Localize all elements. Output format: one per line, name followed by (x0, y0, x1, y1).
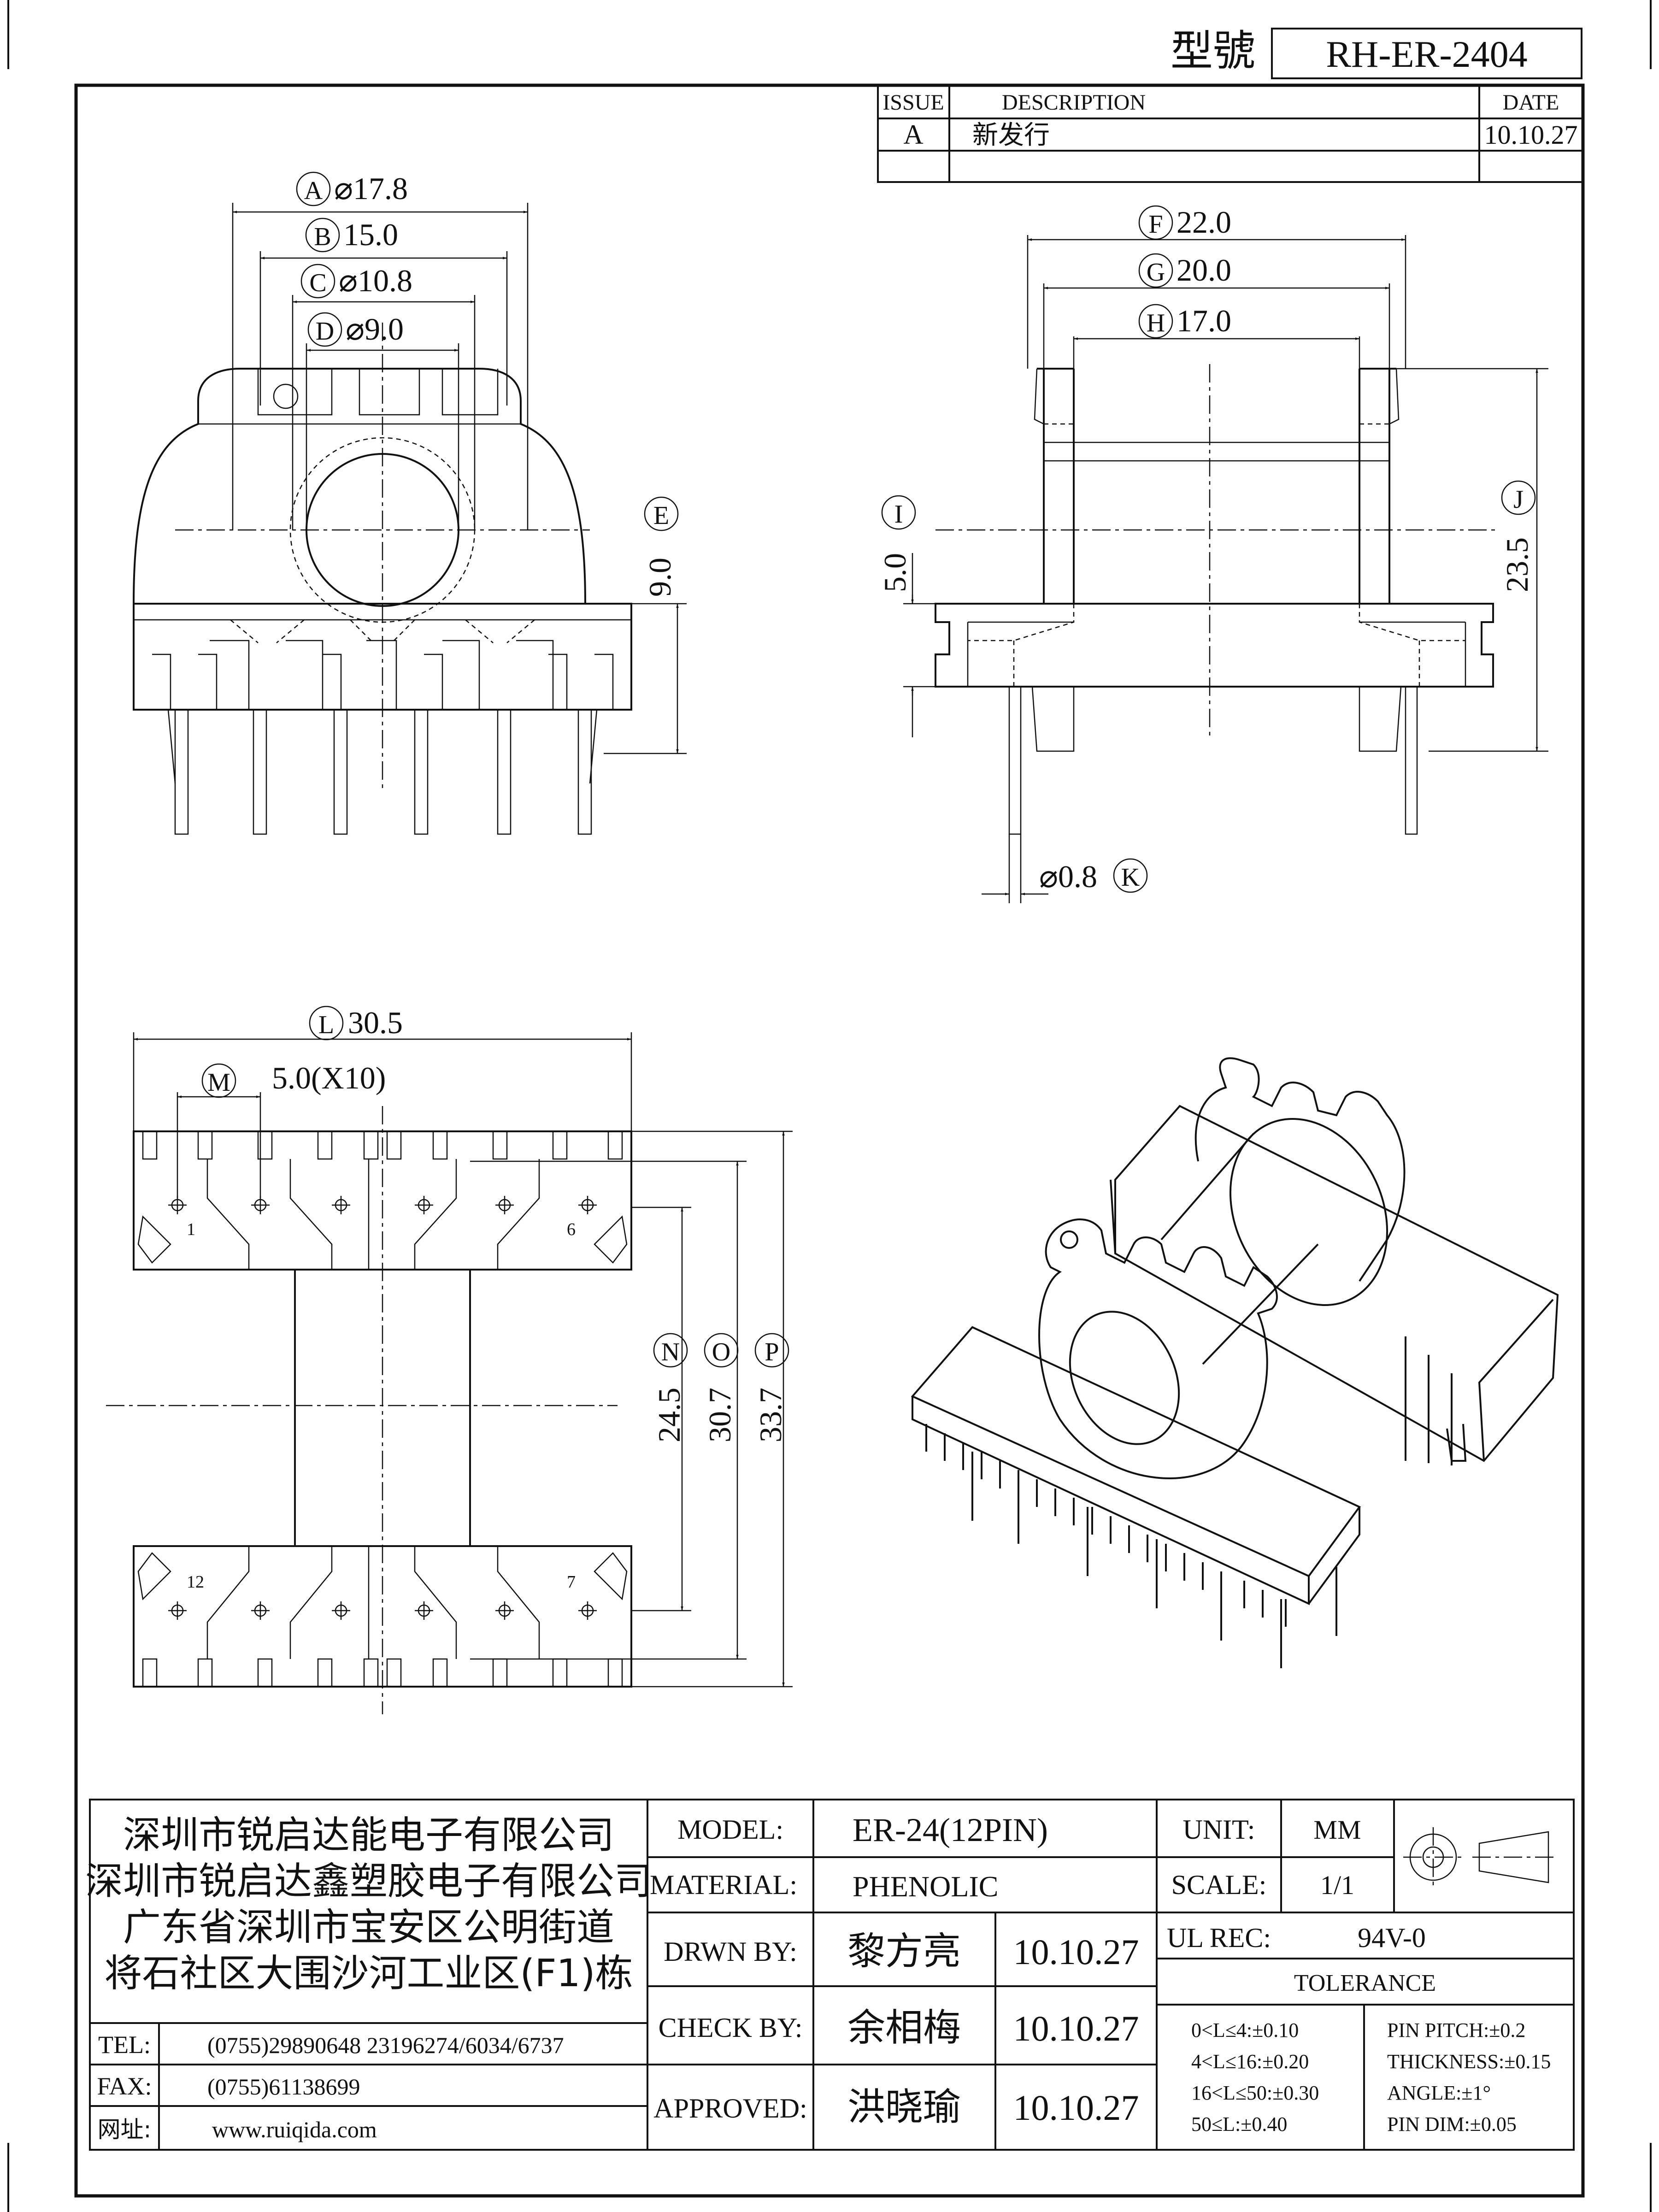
dim-f-value: 22.0 (1177, 205, 1231, 240)
company-name-line1: 深圳市锐启达能电子有限公司 (123, 1813, 614, 1857)
revision-col-description: DESCRIPTION (1002, 90, 1146, 115)
drawing-border (74, 83, 1585, 2198)
side-view (935, 364, 1498, 835)
tolerance-left-1: 0<L≤4:±0.10 (1191, 2019, 1299, 2041)
pin-number-12: 12 (187, 1572, 204, 1592)
dim-o-value: 30.7 (702, 1388, 737, 1442)
model-number-value: RH-ER-2404 (1326, 33, 1527, 75)
dim-k-value: ⌀0.8 (1039, 859, 1097, 894)
front-view (133, 323, 632, 835)
website-label: 网址: (98, 2116, 152, 2143)
revision-row-issue: A (903, 119, 923, 150)
unit-label: UNIT: (1183, 1814, 1255, 1845)
dim-n-value: 24.5 (652, 1388, 687, 1442)
model-label: MODEL: (677, 1814, 783, 1845)
side-view-dimensions: F 22.0 G 20.0 H 17.0 I 5.0 J 23.5 ⌀0.8 K (877, 205, 1548, 903)
scale-label: SCALE: (1171, 1870, 1267, 1900)
approved-date: 10.10.27 (1013, 2088, 1139, 2128)
dim-i-letter: I (894, 500, 903, 529)
check-date: 10.10.27 (1013, 2008, 1139, 2048)
approved-by-name: 洪晓瑜 (847, 2085, 961, 2129)
tolerance-right-1: PIN PITCH:±0.2 (1387, 2019, 1525, 2041)
dim-g-value: 20.0 (1177, 253, 1231, 288)
revision-col-date: DATE (1503, 90, 1559, 115)
dim-i-value: 5.0 (877, 553, 912, 592)
bottom-view-dimensions: L 30.5 M 5.0(X10) N 24.5 O 30.7 P 33.7 (133, 1005, 793, 1688)
drawn-by-label: DRWN BY: (664, 1936, 797, 1967)
front-view-dimensions: A ⌀17.8 B 15.0 C ⌀10.8 D ⌀9.0 E 9.0 (232, 171, 687, 754)
scale-value: 1/1 (1320, 1870, 1354, 1900)
pin-number-1: 1 (187, 1220, 195, 1239)
drawn-by-name: 黎方亮 (847, 1930, 961, 1973)
tolerance-left-3: 16<L≤50:±0.30 (1191, 2082, 1319, 2104)
unit-value: MM (1313, 1815, 1361, 1845)
ul-rec-value: 94V-0 (1358, 1923, 1426, 1953)
revision-row-description: 新发行 (972, 120, 1050, 150)
material-value: PHENOLIC (853, 1870, 998, 1903)
isometric-view (911, 1057, 1559, 1668)
sheet-corner-marks (7, 0, 1652, 2212)
dim-c-letter: C (309, 269, 326, 297)
fax-value: (0755)61138699 (207, 2074, 360, 2100)
model-value: ER-24(12PIN) (853, 1812, 1048, 1848)
material-label: MATERIAL: (650, 1870, 797, 1900)
dim-c-value: ⌀10.8 (339, 263, 412, 298)
dim-e-letter: E (653, 501, 669, 530)
dim-g-letter: G (1147, 258, 1165, 287)
model-number-label: 型號 (1171, 26, 1255, 76)
title-block: 深圳市锐启达能电子有限公司 深圳市锐启达鑫塑胶电子有限公司 广东省深圳市宝安区公… (85, 1799, 1575, 2151)
tel-label: TEL: (98, 2031, 151, 2059)
dim-p-letter: P (765, 1338, 779, 1366)
tolerance-right-2: THICKNESS:±0.15 (1387, 2050, 1551, 2073)
ul-rec-label: UL REC: (1167, 1923, 1271, 1953)
tolerance-right-3: ANGLE:±1° (1387, 2082, 1491, 2104)
dim-b-letter: B (314, 223, 331, 251)
tolerance-right-4: PIN DIM:±0.05 (1387, 2113, 1517, 2136)
pin-number-7: 7 (567, 1572, 576, 1592)
dim-d-value: ⌀9.0 (346, 312, 404, 347)
dim-l-value: 30.5 (348, 1005, 403, 1040)
bottom-view: 1 6 7 12 (106, 1106, 632, 1714)
dim-a-value: ⌀17.8 (334, 171, 408, 206)
dim-d-letter: D (316, 317, 334, 346)
dim-m-value: 5.0(X10) (272, 1060, 386, 1095)
check-by-name: 余相梅 (847, 2006, 961, 2050)
dim-k-letter: K (1121, 863, 1140, 892)
model-number-header: 型號 RH-ER-2404 (1171, 26, 1583, 79)
company-address-line2: 将石社区大围沙河工业区(F1)栋 (104, 1952, 633, 1995)
dim-o-letter: O (712, 1338, 730, 1366)
tel-value: (0755)29890648 23196274/6034/6737 (207, 2032, 564, 2058)
fax-label: FAX: (97, 2072, 152, 2100)
dim-l-letter: L (318, 1011, 334, 1039)
pin-number-6: 6 (567, 1220, 576, 1239)
dim-h-letter: H (1147, 309, 1165, 337)
dim-f-letter: F (1148, 210, 1163, 239)
revision-col-issue: ISSUE (882, 90, 944, 115)
tolerance-title: TOLERANCE (1294, 1970, 1436, 1996)
dim-j-letter: J (1513, 485, 1524, 514)
dim-n-letter: N (661, 1338, 680, 1366)
dim-j-value: 23.5 (1500, 537, 1535, 592)
dim-a-letter: A (304, 176, 323, 205)
dim-e-value: 9.0 (642, 558, 677, 597)
dim-b-value: 15.0 (343, 217, 398, 252)
company-name-line2: 深圳市锐启达鑫塑胶电子有限公司 (85, 1859, 652, 1903)
drawn-date: 10.10.27 (1013, 1932, 1139, 1972)
company-address-line1: 广东省深圳市宝安区公明街道 (123, 1906, 614, 1949)
revision-row-date: 10.10.27 (1484, 120, 1578, 150)
projection-symbol-icon (1403, 1827, 1555, 1887)
check-by-label: CHECK BY: (659, 2012, 803, 2043)
tolerance-left-4: 50≤L:±0.40 (1191, 2113, 1287, 2136)
dim-h-value: 17.0 (1177, 303, 1231, 338)
website-value: www.ruiqida.com (212, 2117, 377, 2142)
dim-p-value: 33.7 (753, 1388, 788, 1442)
revision-table: ISSUE DESCRIPTION DATE A 新发行 10.10.27 (877, 84, 1584, 183)
tolerance-left-2: 4<L≤16:±0.20 (1191, 2050, 1309, 2073)
dim-m-letter: M (207, 1068, 230, 1097)
approved-by-label: APPROVED: (653, 2093, 807, 2124)
